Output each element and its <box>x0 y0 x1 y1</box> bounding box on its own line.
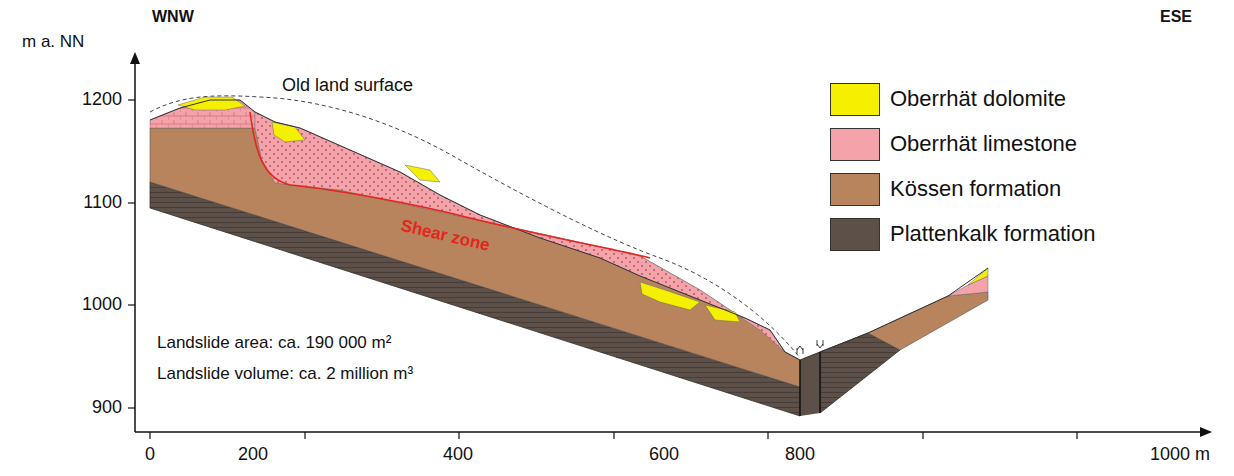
surface-label: Old land surface <box>282 76 413 96</box>
axis-number: 600 <box>649 445 679 465</box>
compass-label: WNW <box>152 8 194 26</box>
axis-number: 400 <box>443 445 473 465</box>
axis-number: 1200 <box>82 90 122 110</box>
legend-swatch <box>830 218 880 251</box>
axis-number: 0 <box>145 445 155 465</box>
note-text: Landslide volume: ca. 2 million m³ <box>157 365 413 384</box>
legend-text: Kössen formation <box>890 177 1061 201</box>
axis-number: 1000 <box>82 295 122 315</box>
axis-number: 200 <box>238 445 268 465</box>
axis-number: 900 <box>92 398 122 418</box>
legend-text: Plattenkalk formation <box>890 222 1095 246</box>
legend-swatch <box>830 173 880 206</box>
legend-text: Oberrhät limestone <box>890 132 1077 156</box>
axis-number: 1100 <box>83 193 122 213</box>
legend-swatch <box>830 83 880 116</box>
axis-number: 1000 m <box>1150 445 1210 465</box>
axis-number: 800 <box>785 445 815 465</box>
legend-text: Oberrhät dolomite <box>890 87 1066 111</box>
note-text: Landslide area: ca. 190 000 m² <box>157 334 391 353</box>
axis-unit: m a. NN <box>22 33 84 52</box>
legend-swatch <box>830 128 880 161</box>
compass-label: ESE <box>1160 8 1192 26</box>
